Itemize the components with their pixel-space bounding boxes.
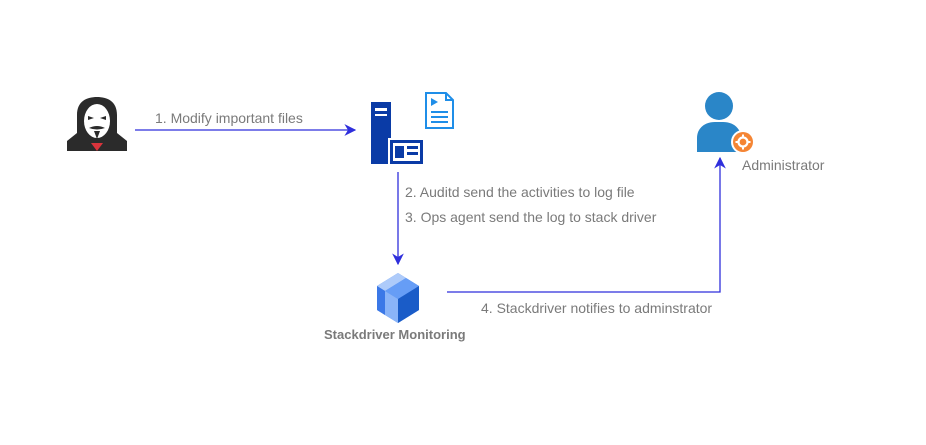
admin-user-icon (697, 92, 755, 154)
server-icon (371, 102, 425, 166)
stackdriver-label: Stackdriver Monitoring (324, 327, 466, 342)
edge-label-ops-agent: 3. Ops agent send the log to stack drive… (405, 209, 657, 225)
arrow-stackdriver-to-admin (447, 156, 726, 293)
administrator-label: Administrator (742, 157, 825, 173)
edge-label-auditd: 2. Auditd send the activities to log fil… (405, 184, 635, 200)
stackdriver-icon (377, 273, 419, 323)
edge-label-modify-files: 1. Modify important files (155, 110, 303, 126)
hacker-icon (67, 97, 127, 151)
edge-label-notifies: 4. Stackdriver notifies to adminstrator (481, 300, 713, 316)
log-file-icon (425, 92, 454, 129)
